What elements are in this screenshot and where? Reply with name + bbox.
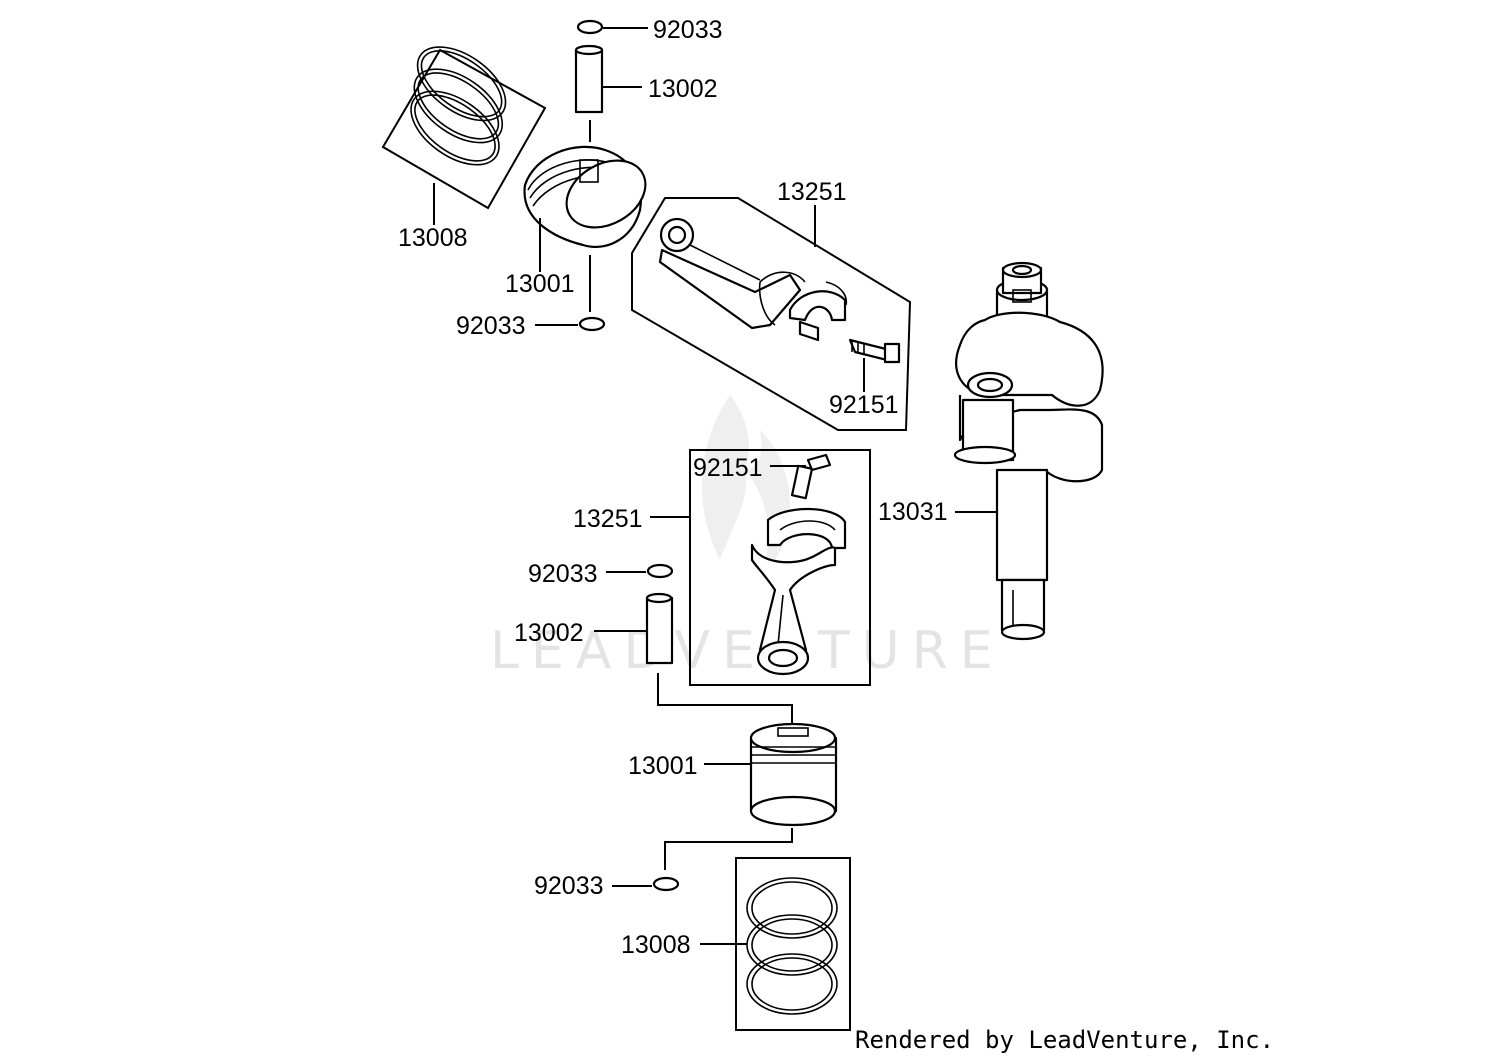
top-lower-circlip-part[interactable] [535, 316, 606, 332]
bottom-piston-part[interactable] [664, 722, 838, 870]
label-bottom-pin[interactable]: 13002 [514, 619, 584, 647]
top-connecting-rod-part[interactable] [631, 197, 912, 431]
label-top-piston[interactable]: 13001 [505, 270, 575, 298]
label-bottom-rod[interactable]: 13251 [573, 505, 643, 533]
label-top-lower-circlip[interactable]: 92033 [456, 312, 526, 340]
label-top-bolt[interactable]: 92151 [829, 391, 899, 419]
top-piston-rings-part[interactable] [381, 32, 547, 225]
bottom-lower-circlip-part[interactable] [612, 876, 680, 892]
bottom-piston-rings-part[interactable] [700, 857, 851, 1031]
label-bottom-lower-circlip[interactable]: 92033 [534, 872, 604, 900]
label-bottom-bolt[interactable]: 92151 [693, 454, 763, 482]
bottom-circlip-part[interactable] [606, 563, 674, 579]
label-bottom-rings[interactable]: 13008 [621, 931, 691, 959]
bottom-connecting-rod-part[interactable] [650, 449, 871, 686]
label-top-rings[interactable]: 13008 [398, 224, 468, 252]
label-top-pin[interactable]: 13002 [648, 75, 718, 103]
watermark-text: LEADVENTURE [490, 621, 1005, 681]
render-credit: Rendered by LeadVenture, Inc. [855, 1026, 1274, 1054]
bottom-piston-pin-part[interactable] [594, 592, 793, 730]
leadventure-watermark: LEADVENTURE [490, 395, 1005, 681]
crankshaft-part[interactable] [953, 261, 1104, 641]
top-circlip-part[interactable] [576, 19, 648, 35]
top-piston-part[interactable] [523, 145, 658, 312]
label-crankshaft[interactable]: 13031 [878, 498, 948, 526]
label-bottom-circlip[interactable]: 92033 [528, 560, 598, 588]
label-top-circlip[interactable]: 92033 [653, 16, 723, 44]
label-top-rod[interactable]: 13251 [777, 178, 847, 206]
top-piston-pin-part[interactable] [574, 44, 642, 142]
label-bottom-piston[interactable]: 13001 [628, 752, 698, 780]
